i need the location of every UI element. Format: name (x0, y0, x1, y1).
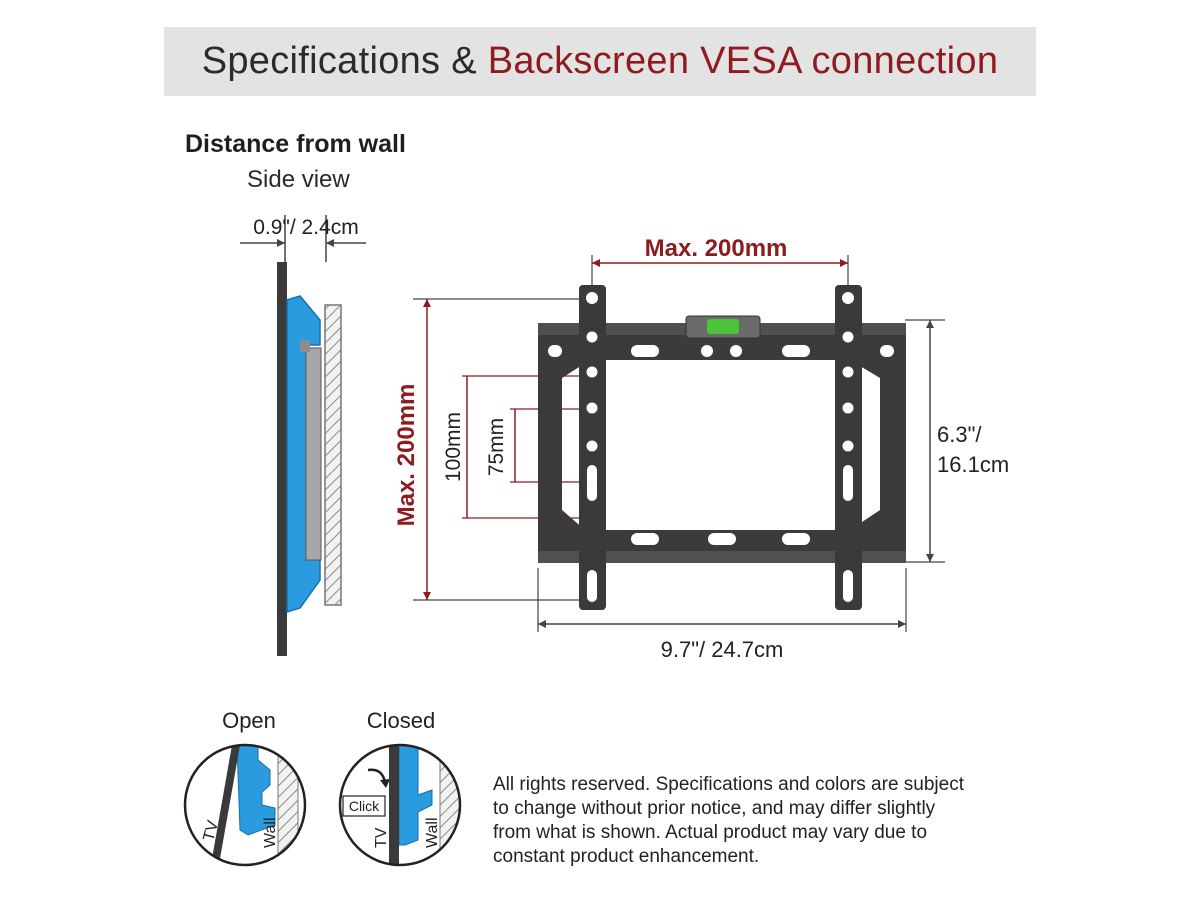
disclaimer-text: All rights reserved. Specifications and … (493, 773, 1053, 869)
disclaimer-line: constant product enhancement. (493, 846, 760, 867)
disclaimer-line: to change without prior notice, and may … (493, 798, 936, 819)
disclaimer-line: from what is shown. Actual product may v… (493, 822, 928, 843)
closed-wall-label: Wall (424, 817, 441, 848)
closed-state-detail: Click TV Wall (338, 743, 462, 867)
width-label: 9.7"/ 24.7cm (661, 637, 784, 662)
tv-panel (277, 262, 287, 656)
open-tv-label: TV (200, 819, 222, 843)
disclaimer-line: All rights reserved. Specifications and … (493, 774, 965, 795)
wall-hatch (324, 304, 342, 606)
hole-100-label: 100mm (442, 412, 465, 482)
header-banner: Specifications & Backscreen VESA connect… (164, 27, 1036, 96)
front-view-diagram: Max. 200mm Max. 200mm 100mm 75mm 6.3"/ 1… (393, 235, 1009, 662)
wall-bracket-plate (538, 315, 906, 563)
title-plain: Specifications & (201, 40, 488, 82)
page-title: Specifications & Backscreen VESA connect… (202, 40, 999, 83)
height-label-line2: 16.1cm (937, 452, 1009, 477)
title-accent: Backscreen VESA connection (487, 40, 999, 82)
max-width-label: Max. 200mm (645, 235, 788, 262)
level-bubble (707, 319, 739, 334)
depth-label: 0.9"/ 2.4cm (253, 216, 359, 239)
open-wall-label: Wall (262, 817, 279, 848)
click-label: Click (349, 798, 380, 814)
open-state-detail: TV Wall (183, 743, 307, 867)
wall-plate (305, 347, 322, 561)
open-label: Open (222, 708, 276, 733)
closed-tv-label: TV (373, 827, 390, 848)
hole-75-label: 75mm (485, 418, 508, 476)
side-view-title: Distance from wall (185, 130, 406, 158)
tv-arm-left (579, 285, 606, 610)
side-view-subtitle: Side view (247, 166, 350, 193)
click-badge (342, 795, 386, 817)
height-label-line1: 6.3"/ (937, 422, 982, 447)
max-height-label: Max. 200mm (393, 384, 420, 527)
closed-label: Closed (367, 708, 435, 733)
side-view-diagram: 0.9"/ 2.4cm (240, 215, 366, 656)
tv-arm-right (835, 285, 862, 610)
